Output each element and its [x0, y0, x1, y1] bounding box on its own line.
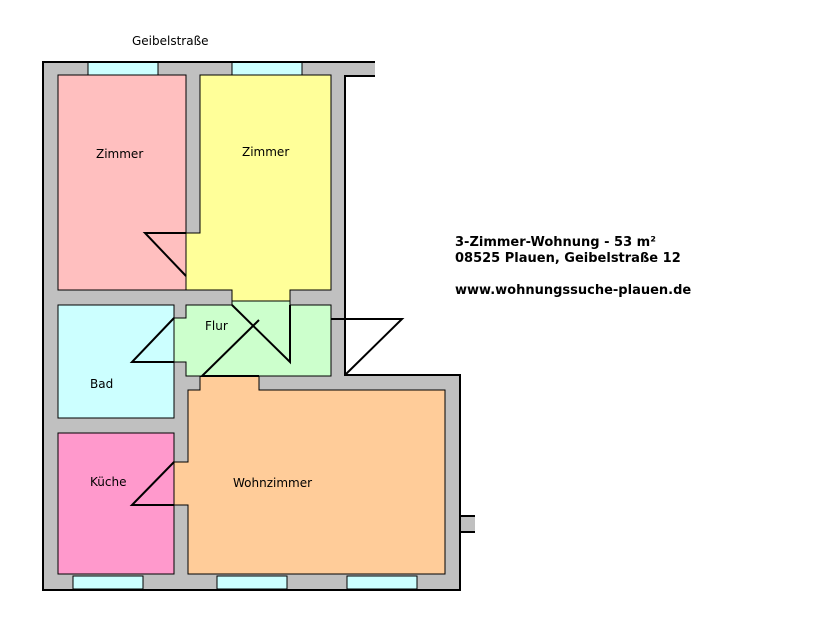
outlines [42, 61, 475, 591]
door-zimmer-right [231, 304, 291, 365]
wall-top-extension [345, 62, 375, 76]
door-entrance [331, 318, 405, 376]
room-wohnzimmer [173, 375, 446, 575]
door-kueche [129, 461, 175, 506]
street-label: Geibelstraße [132, 34, 209, 48]
window-bottom-wohn-left [216, 575, 288, 590]
wall-right-stub [460, 516, 475, 532]
window-top-right [231, 61, 303, 76]
room-labels: Zimmer Zimmer Flur Bad Küche Wohnzimmer [90, 145, 312, 490]
window-bottom-kueche [72, 575, 144, 590]
door-zimmer-left [142, 232, 187, 277]
window-bottom-wohn-right [346, 575, 418, 590]
room-zimmer-left [57, 74, 187, 291]
window-top-left [87, 61, 159, 76]
room-kueche [57, 432, 175, 575]
room-zimmer-right [185, 74, 332, 302]
door-bad [129, 317, 175, 363]
wall-right-upper [331, 62, 345, 376]
outline-outer-right [344, 75, 475, 533]
info-website: www.wohnungssuche-plauen.de [455, 283, 691, 298]
label-wohnzimmer: Wohnzimmer [233, 476, 312, 490]
label-zimmer-right: Zimmer [242, 145, 289, 159]
info-block: 3-Zimmer-Wohnung - 53 m² 08525 Plauen, G… [455, 235, 691, 298]
info-title: 3-Zimmer-Wohnung - 53 m² [455, 235, 656, 250]
door-flur-wohn [199, 319, 260, 377]
label-zimmer-left: Zimmer [96, 147, 143, 161]
label-bad: Bad [90, 377, 113, 391]
outline-outer [42, 61, 475, 591]
info-address: 08525 Plauen, Geibelstraße 12 [455, 251, 681, 266]
label-kueche: Küche [90, 475, 126, 489]
doors [129, 232, 405, 506]
label-flur: Flur [205, 319, 228, 333]
